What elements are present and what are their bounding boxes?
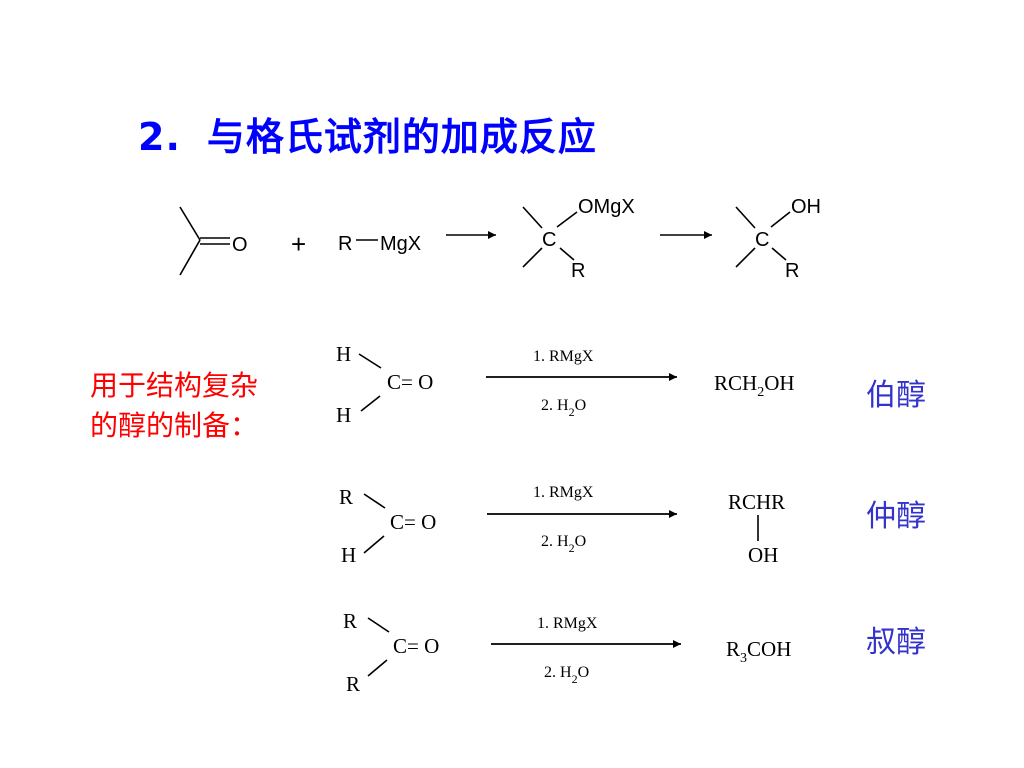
- ketone-r-bottom: R: [346, 672, 360, 696]
- intermediate-structure: [522, 206, 578, 268]
- reagent-step-1: 1. RMgX: [533, 348, 594, 365]
- alcohol-r: R: [785, 260, 799, 282]
- intermediate-omgx: OMgX: [578, 196, 635, 218]
- alcohol-oh: OH: [791, 196, 821, 218]
- bond-bottom: [367, 659, 388, 677]
- carbonyl-group: C= O: [390, 510, 436, 534]
- formaldehyde-h-bottom: H: [336, 403, 351, 427]
- ketone-bond-lower: [179, 239, 201, 276]
- tertiary-alcohol-label: 叔醇: [866, 625, 926, 660]
- formula-rch: RCH: [714, 371, 757, 395]
- alcohol-carbon: C: [755, 229, 769, 251]
- intermediate-bond-ul: [522, 206, 543, 229]
- alcohol-bond-ll: [735, 247, 756, 268]
- step2-subscript: 2: [569, 405, 575, 419]
- reagent-step-1: 1. RMgX: [537, 615, 598, 632]
- reagent-step-2: 2. H2O: [541, 397, 586, 419]
- intermediate-bond-r: [559, 247, 575, 261]
- primary-alcohol-label: 伯醇: [866, 378, 926, 413]
- usage-note-line-1: 用于结构复杂: [90, 369, 259, 402]
- bond-top: [367, 617, 390, 633]
- ketone-r-top: R: [343, 609, 357, 633]
- secondary-alcohol-label: 仲醇: [866, 499, 926, 534]
- ketone-oxygen: O: [232, 234, 248, 256]
- plus-sign: +: [291, 229, 306, 259]
- page-title: 2. 与格氏试剂的加成反应: [138, 106, 597, 161]
- ketone-bond-upper: [179, 206, 201, 241]
- bond-top: [363, 493, 386, 509]
- alcohol-bond-ul: [735, 206, 756, 229]
- alcohol-bond-oh: [770, 211, 791, 228]
- carbonyl-group: C= O: [393, 634, 439, 658]
- formula-r: R: [726, 637, 740, 661]
- step2-h: 2. H: [544, 664, 572, 681]
- step2-h: 2. H: [541, 397, 569, 414]
- grignard-r: R: [338, 233, 352, 255]
- formula-coh: COH: [747, 637, 791, 661]
- reagent-step-2: 2. H2O: [544, 664, 589, 686]
- section-number: 2.: [138, 115, 181, 159]
- aldehyde-h-bottom: H: [341, 543, 356, 567]
- step2-h: 2. H: [541, 533, 569, 550]
- secondary-alcohol-formula: RCHR: [728, 490, 785, 514]
- alcohol-bond-r: [771, 247, 787, 261]
- reagent-step-1: 1. RMgX: [533, 484, 594, 501]
- intermediate-r: R: [571, 260, 585, 282]
- carbonyl-group: C= O: [387, 370, 433, 394]
- intermediate-bond-ll: [522, 247, 543, 268]
- secondary-alcohol-oh: OH: [748, 543, 778, 567]
- intermediate-bond-o: [556, 211, 578, 228]
- bond-bottom: [363, 535, 385, 554]
- grignard-mgx: MgX: [380, 233, 421, 255]
- tertiary-alcohol-formula: R3COH: [726, 637, 791, 666]
- usage-note-line-2: 的醇的制备：: [90, 409, 259, 442]
- step2-o: O: [578, 664, 590, 681]
- reaction-tertiary: R C= O R 1. RMgX 2. H2O R3COH: [343, 609, 791, 696]
- reaction-primary: H C= O H 1. RMgX 2. H2O RCH2OH: [336, 342, 795, 427]
- usage-note: 用于结构复杂 的醇的制备：: [90, 366, 258, 446]
- section-title-text: 与格氏试剂的加成反应: [206, 115, 597, 159]
- intermediate-carbon: C: [542, 229, 556, 251]
- alcohol-general-structure: [735, 206, 791, 268]
- step2-o: O: [575, 397, 587, 414]
- bond-bottom: [360, 395, 381, 412]
- step2-subscript: 2: [569, 541, 575, 555]
- ketone-structure: [179, 206, 230, 276]
- primary-alcohol-formula: RCH2OH: [714, 371, 795, 400]
- step2-o: O: [575, 533, 587, 550]
- formula-oh: OH: [764, 371, 794, 395]
- formula-subscript: 3: [740, 651, 747, 666]
- formula-subscript: 2: [757, 385, 764, 400]
- reaction-secondary: R C= O H 1. RMgX 2. H2O RCHR OH: [339, 484, 785, 567]
- reagent-step-2: 2. H2O: [541, 533, 586, 555]
- aldehyde-r-top: R: [339, 485, 353, 509]
- bond-top: [358, 353, 382, 369]
- formaldehyde-h-top: H: [336, 342, 351, 366]
- step2-subscript: 2: [572, 672, 578, 686]
